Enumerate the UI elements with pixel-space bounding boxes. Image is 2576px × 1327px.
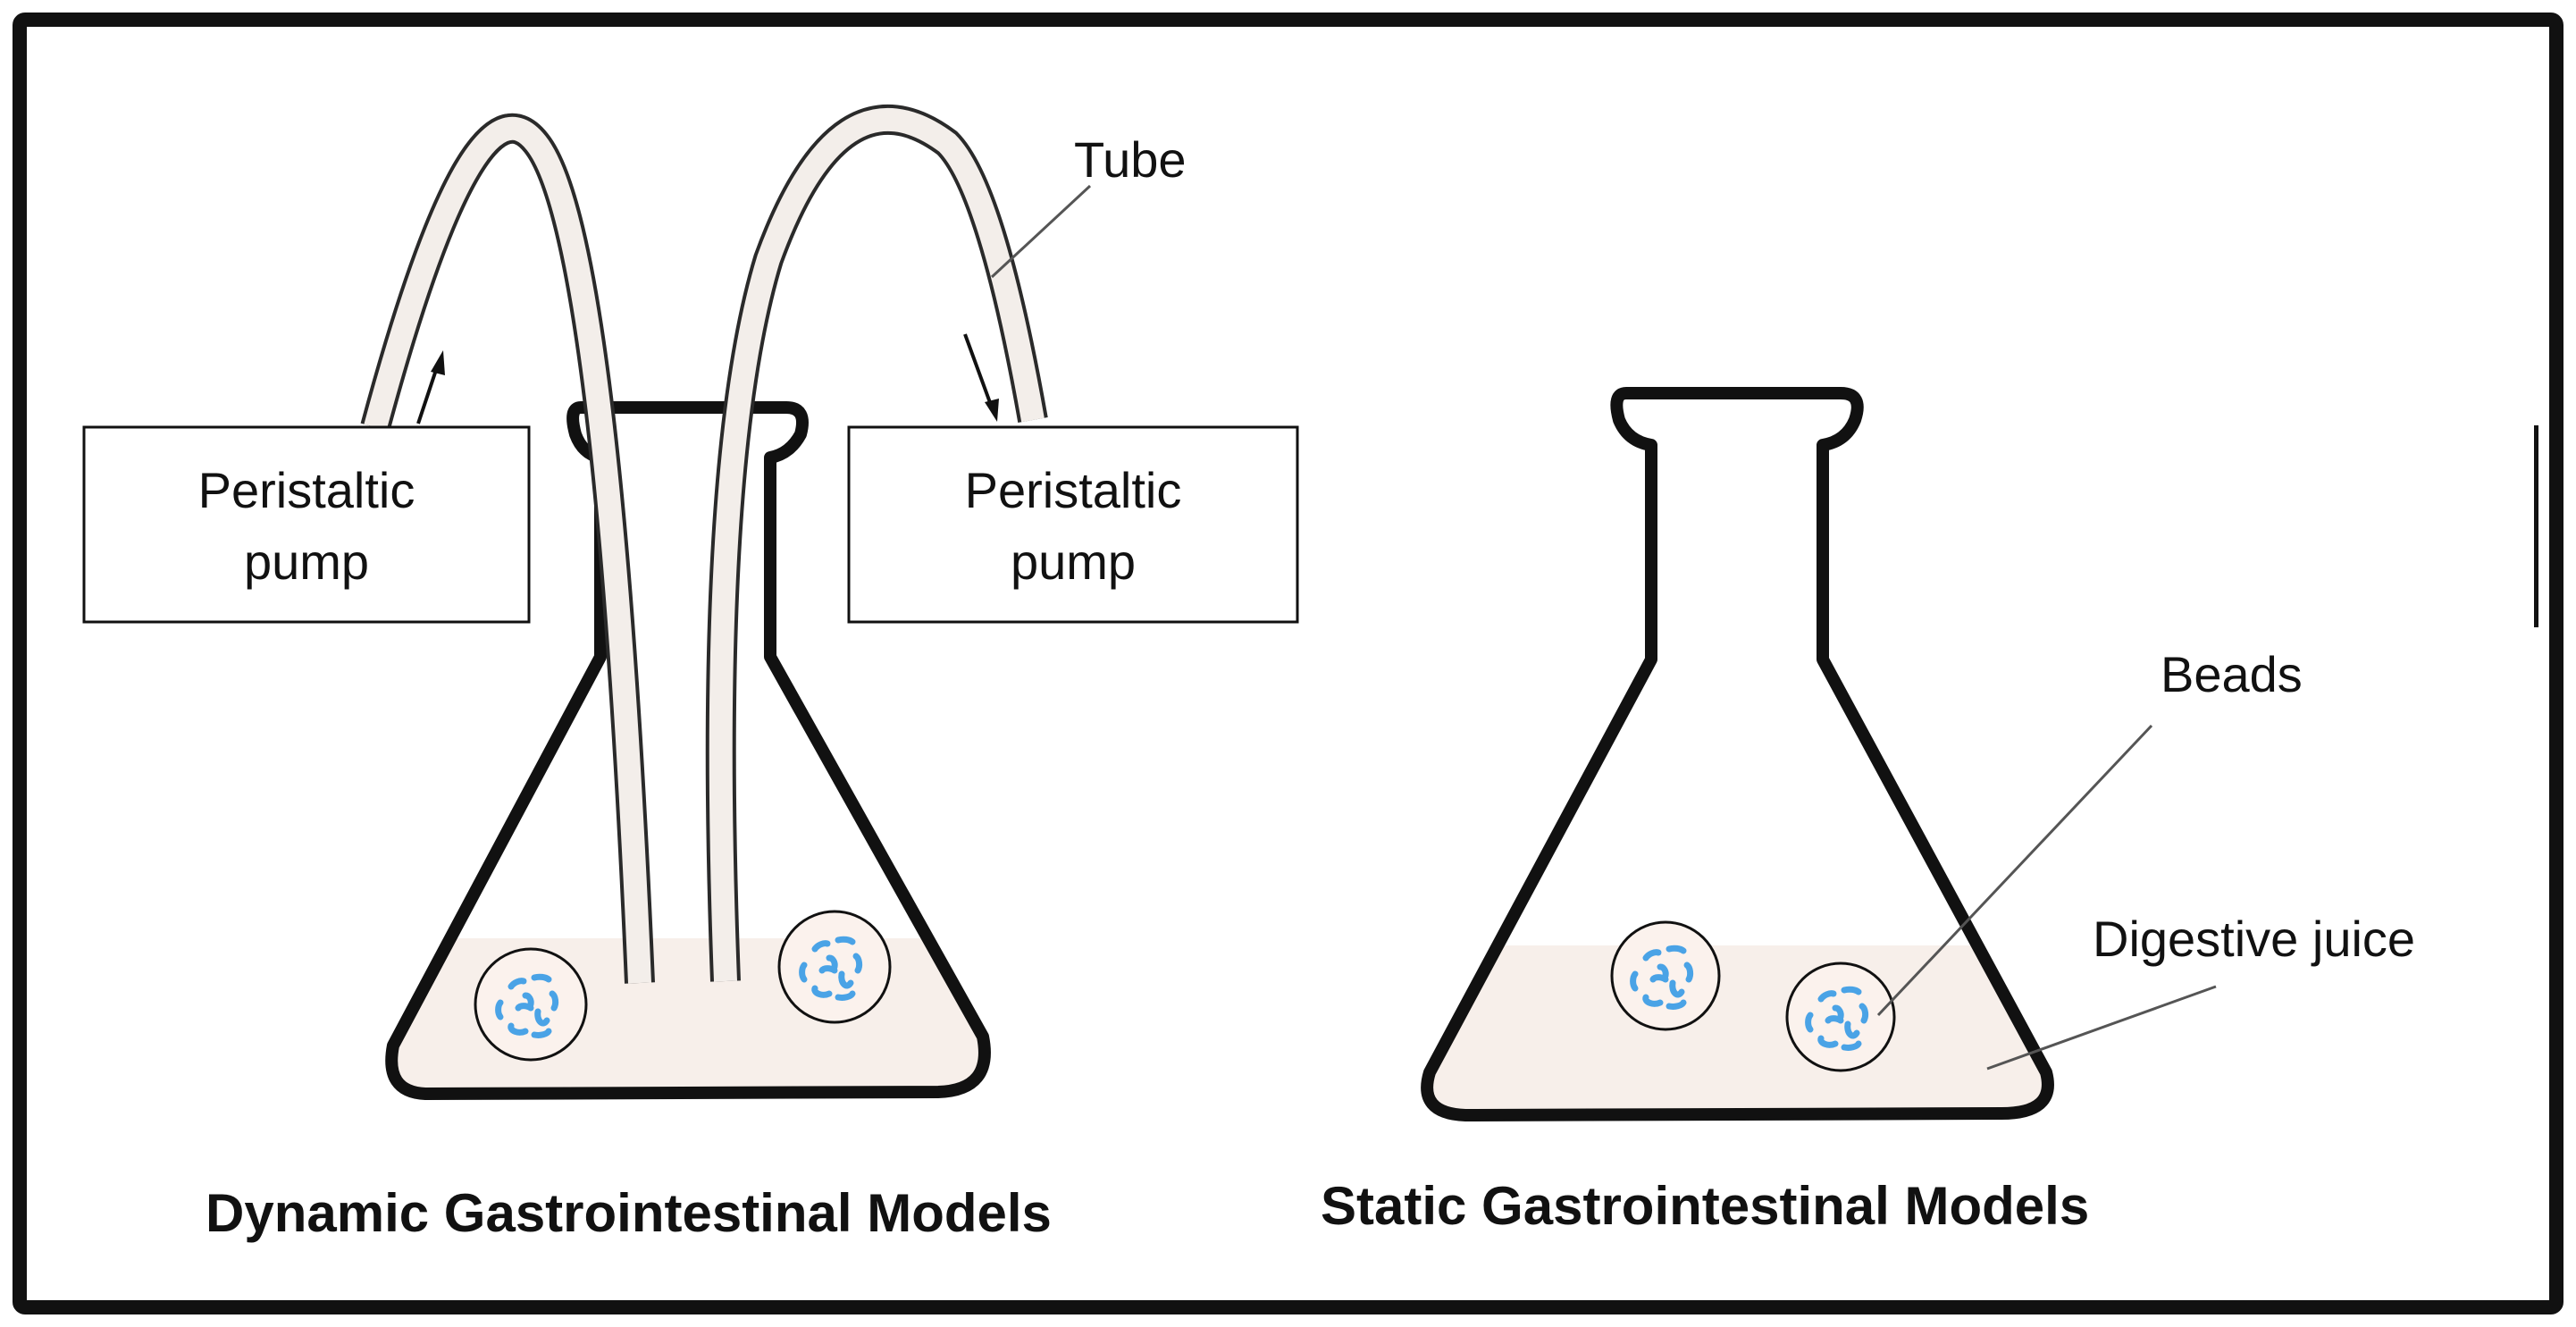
pump-right-label-line1: Peristaltic	[965, 462, 1182, 518]
pump-left-label-line1: Peristaltic	[198, 462, 415, 518]
flow-arrow-down	[963, 333, 999, 422]
digestive-juice-label: Digestive juice	[2093, 911, 2415, 967]
beads-label: Beads	[2161, 646, 2303, 702]
tube-leader-line	[990, 184, 1092, 279]
dynamic-flask	[385, 401, 991, 1100]
right-tube	[705, 105, 1048, 982]
pump-left-label-line2: pump	[244, 533, 369, 590]
static-flask	[1421, 387, 2054, 1121]
frame-edge-mark	[2534, 425, 2538, 627]
bead	[1785, 962, 1896, 1072]
static-models-caption: Static Gastrointestinal Models	[1321, 1176, 2089, 1236]
dynamic-models-caption: Dynamic Gastrointestinal Models	[206, 1183, 1052, 1243]
outer-frame	[13, 13, 2563, 1314]
tube-label: Tube	[1074, 131, 1187, 188]
pump-right-label-line2: pump	[1011, 533, 1136, 590]
peristaltic-pump-right: Peristaltic pump	[847, 425, 1299, 624]
beads-leader-line	[1876, 724, 2153, 1017]
peristaltic-pump-left: Peristaltic pump	[82, 425, 531, 624]
bead	[474, 947, 588, 1062]
flow-arrow-up	[416, 350, 445, 424]
static-flask-liquid	[1427, 945, 2048, 1115]
left-tube	[360, 113, 655, 984]
bead	[1610, 920, 1721, 1031]
digestive-juice-leader-line	[1986, 985, 2217, 1071]
bead	[777, 910, 892, 1024]
